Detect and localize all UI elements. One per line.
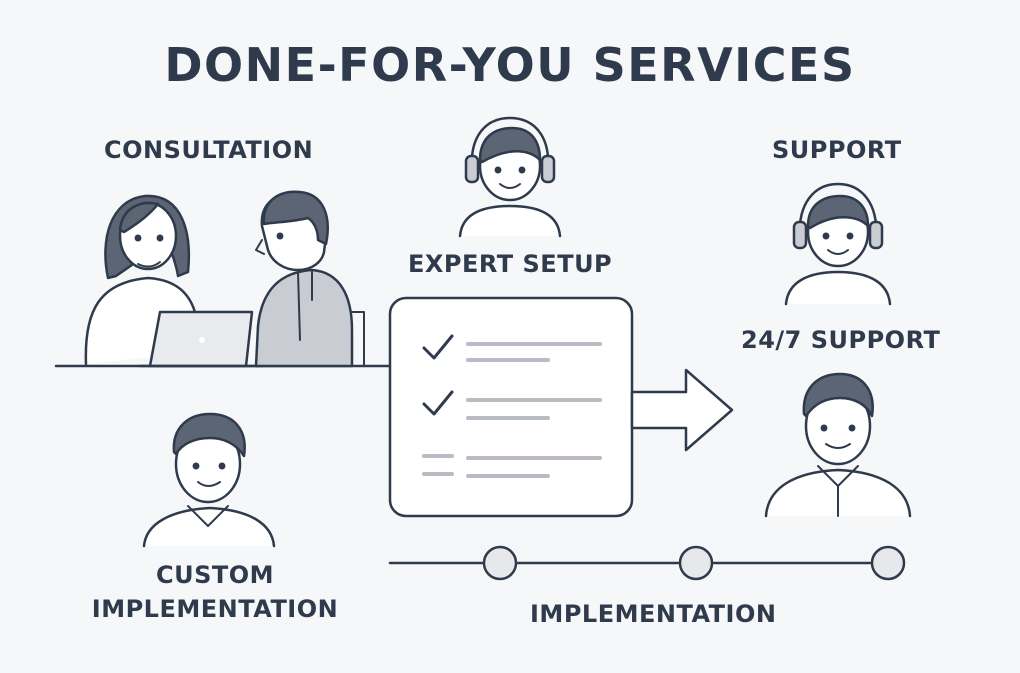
headset-icon (798, 182, 878, 238)
consultation-scene (54, 190, 392, 368)
support-label: SUPPORT (772, 136, 902, 164)
woman-figure (84, 194, 200, 366)
implementation-timeline (388, 545, 906, 581)
man-figure (254, 190, 365, 368)
consultation-label: CONSULTATION (104, 136, 314, 164)
implementation-label: IMPLEMENTATION (530, 600, 777, 628)
checklist-card (388, 296, 634, 518)
expert-setup-label: EXPERT SETUP (408, 250, 613, 278)
support-247-label: 24/7 SUPPORT (741, 326, 941, 354)
arrow-right-icon (630, 368, 734, 452)
timeline-node (482, 545, 518, 581)
timeline-node (870, 545, 906, 581)
custom-implementation-person (142, 412, 276, 548)
page-title: DONE-FOR-YOU SERVICES (164, 38, 856, 92)
headset-icon (470, 116, 550, 170)
custom-label-line2: IMPLEMENTATION (91, 595, 339, 623)
custom-label-line1: CUSTOM (155, 561, 275, 589)
custom-implementation-label: CUSTOM IMPLEMENTATION (60, 558, 370, 626)
timeline-node (678, 545, 714, 581)
check-icon (422, 390, 454, 416)
laptop-icon (138, 310, 264, 368)
support-247-person (764, 372, 912, 518)
support-headset-person (784, 182, 892, 306)
check-icon (422, 334, 454, 360)
expert-headset-person (458, 116, 562, 238)
